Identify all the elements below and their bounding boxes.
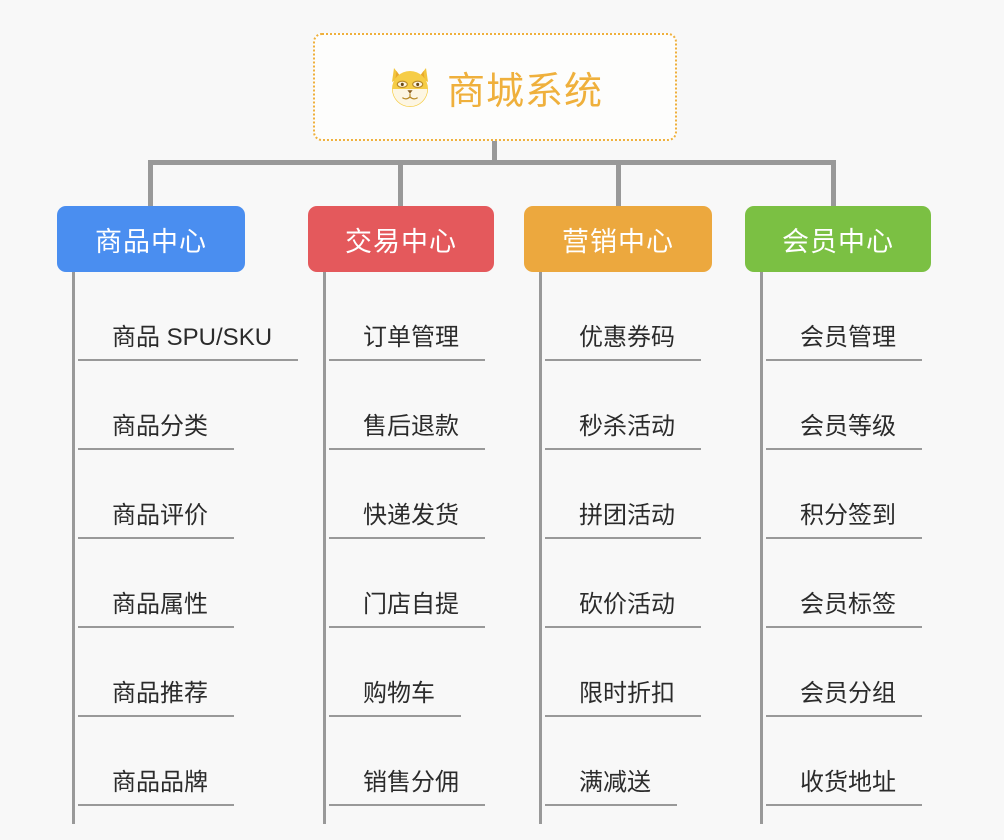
list-item[interactable]: 限时折扣 [545,628,701,717]
list-item[interactable]: 商品分类 [78,361,234,450]
list-item[interactable]: 拼团活动 [545,450,701,539]
branch-member-center: 会员中心 会员管理 会员等级 积分签到 会员标签 会员分组 收货地址 [745,206,931,824]
list-item[interactable]: 会员分组 [766,628,922,717]
list-item-label: 砍价活动 [545,590,701,628]
branch-header-4[interactable]: 会员中心 [745,206,931,272]
list-item[interactable]: 积分签到 [766,450,922,539]
branch-item-list-2: 订单管理 售后退款 快递发货 门店自提 购物车 销售分佣 [323,272,494,824]
list-item[interactable]: 砍价活动 [545,539,701,628]
branch-marketing-center: 营销中心 优惠券码 秒杀活动 拼团活动 砍价活动 限时折扣 满减送 [524,206,712,824]
list-item-label: 购物车 [329,679,461,717]
list-item[interactable]: 商品推荐 [78,628,234,717]
list-item-label: 售后退款 [329,412,485,450]
list-item-label: 商品推荐 [78,679,234,717]
list-item[interactable]: 满减送 [545,717,677,806]
list-item-label: 订单管理 [329,323,485,361]
list-item-label: 门店自提 [329,590,485,628]
list-item[interactable]: 商品 SPU/SKU [78,272,299,361]
root-title: 商城系统 [446,70,603,113]
list-item[interactable]: 门店自提 [329,539,485,628]
branch-header-3[interactable]: 营销中心 [524,206,712,272]
branch-item-list-3: 优惠券码 秒杀活动 拼团活动 砍价活动 限时折扣 满减送 [539,272,712,824]
list-item-label: 商品品牌 [78,768,234,806]
list-item[interactable]: 快递发货 [329,450,485,539]
list-item[interactable]: 销售分佣 [329,717,485,806]
list-item-label: 会员分组 [766,679,922,717]
branch-product-center: 商品中心 商品 SPU/SKU 商品分类 商品评价 商品属性 商品推荐 商品品牌 [57,206,299,824]
list-item[interactable]: 商品评价 [78,450,234,539]
list-item[interactable]: 购物车 [329,628,461,717]
connector-horizontal-bar [148,160,836,165]
branch-item-list-4: 会员管理 会员等级 积分签到 会员标签 会员分组 收货地址 [760,272,931,824]
list-item[interactable]: 售后退款 [329,361,485,450]
connector-drop-4 [831,160,836,208]
list-item[interactable]: 秒杀活动 [545,361,701,450]
list-item-label: 收货地址 [766,768,922,806]
branch-header-label-3: 营销中心 [562,226,674,257]
list-item-label: 积分签到 [766,501,922,539]
branch-header-label-1: 商品中心 [95,226,207,257]
connector-drop-3 [616,160,621,208]
list-item[interactable]: 优惠券码 [545,272,701,361]
list-item[interactable]: 会员标签 [766,539,922,628]
branch-header-label-4: 会员中心 [782,226,894,257]
list-item-label: 商品属性 [78,590,234,628]
list-item-label: 限时折扣 [545,679,701,717]
list-item-label: 商品评价 [78,501,234,539]
list-item-label: 会员等级 [766,412,922,450]
branch-item-list-1: 商品 SPU/SKU 商品分类 商品评价 商品属性 商品推荐 商品品牌 [72,272,299,824]
branch-trade-center: 交易中心 订单管理 售后退款 快递发货 门店自提 购物车 销售分佣 [308,206,494,824]
list-item-label: 会员标签 [766,590,922,628]
list-item-label: 商品 SPU/SKU [78,323,299,361]
connector-drop-2 [398,160,403,208]
list-item[interactable]: 订单管理 [329,272,485,361]
list-item-label: 拼团活动 [545,501,701,539]
connector-drop-1 [148,160,153,208]
list-item-label: 会员管理 [766,323,922,361]
list-item-label: 商品分类 [78,412,234,450]
list-item[interactable]: 商品品牌 [78,717,234,806]
list-item-label: 优惠券码 [545,323,701,361]
list-item-label: 满减送 [545,768,677,806]
shiba-dog-face-icon [387,64,433,110]
branch-header-2[interactable]: 交易中心 [308,206,494,272]
list-item-label: 销售分佣 [329,768,485,806]
list-item-label: 秒杀活动 [545,412,701,450]
list-item[interactable]: 会员管理 [766,272,922,361]
branch-header-label-2: 交易中心 [345,226,457,257]
list-item[interactable]: 收货地址 [766,717,922,806]
branch-header-1[interactable]: 商品中心 [57,206,245,272]
connector-root-stem [492,141,497,165]
list-item[interactable]: 会员等级 [766,361,922,450]
list-item[interactable]: 商品属性 [78,539,234,628]
root-node[interactable]: 商城系统 [313,33,677,141]
list-item-label: 快递发货 [329,501,485,539]
